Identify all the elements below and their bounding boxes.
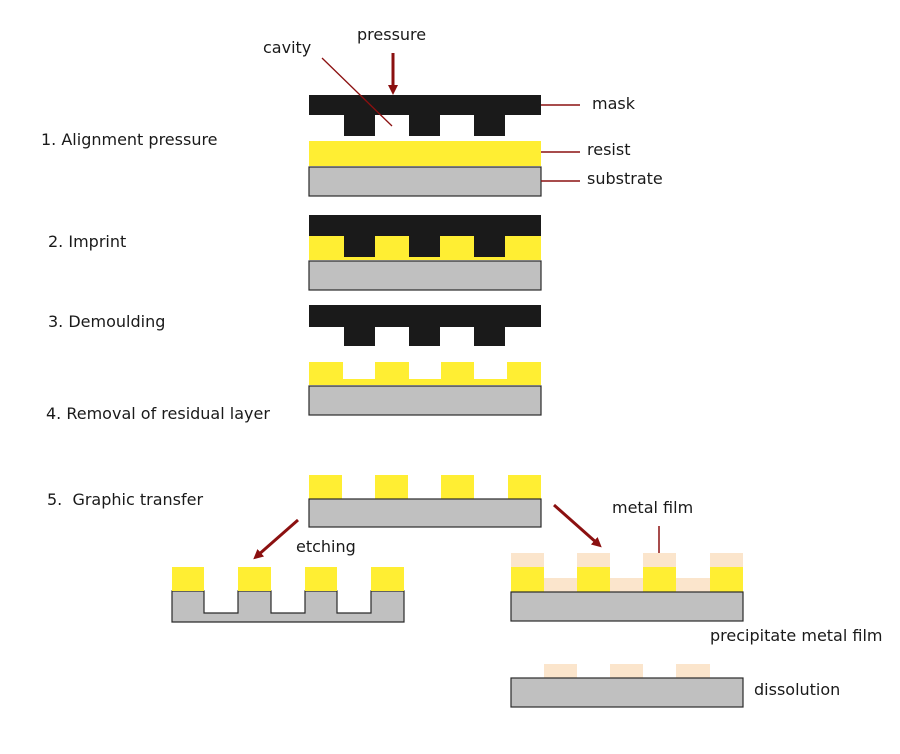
metal-film-on-resist <box>577 553 610 567</box>
step-1-label: 1. Alignment pressure <box>41 130 218 149</box>
step5-assembly <box>308 475 542 528</box>
cavity-label: cavity <box>263 38 312 57</box>
etching-resist-block <box>172 567 204 591</box>
step5-resist-block <box>441 475 474 499</box>
metal-film-on-resist <box>710 553 743 567</box>
step5-resist-block <box>508 475 541 499</box>
remaining-metal-pattern <box>610 664 643 678</box>
metal-film-arrow <box>553 503 602 548</box>
metal-substrate <box>510 591 744 622</box>
etching-resist-block <box>305 567 337 591</box>
step2-substrate <box>308 260 542 291</box>
metal-resist-block <box>710 567 743 592</box>
step1-substrate <box>308 166 542 197</box>
metal-film-result <box>510 553 744 622</box>
metal-film-in-gap <box>676 578 710 592</box>
step3-assembly <box>308 305 542 416</box>
dissolution-label: dissolution <box>754 680 841 699</box>
substrate-label: substrate <box>587 169 663 188</box>
etching-resist-block <box>371 567 404 591</box>
metal-resist-block <box>577 567 610 592</box>
metal-film-in-gap <box>610 578 643 592</box>
metal-resist-block <box>511 567 544 592</box>
step1-resist-layer <box>309 141 541 166</box>
pressure-label: pressure <box>357 25 427 44</box>
metal-film-in-gap <box>544 578 577 592</box>
metal-film-on-resist <box>511 553 544 567</box>
step2-mask <box>309 215 541 257</box>
step3-substrate <box>308 385 542 416</box>
dissolution-result <box>510 664 744 708</box>
metal-resist-block <box>643 567 676 592</box>
step1-assembly <box>308 95 542 197</box>
step-3-label: 3. Demoulding <box>48 312 166 331</box>
remaining-metal-pattern <box>676 664 710 678</box>
step5-resist-block <box>375 475 408 499</box>
step3-imprinted-resist <box>309 362 541 385</box>
step5-resist-block <box>309 475 342 499</box>
resist-label: resist <box>587 140 631 159</box>
etching-result <box>171 567 405 623</box>
step5-substrate <box>308 498 542 528</box>
cavity-leader-line <box>321 57 393 127</box>
metal-film-on-resist <box>643 553 676 567</box>
step1-mask <box>309 95 541 136</box>
step-2-label: 2. Imprint <box>48 232 127 251</box>
remaining-metal-pattern <box>544 664 577 678</box>
step2-assembly <box>308 215 542 291</box>
etched-substrate <box>171 590 405 623</box>
etching-resist-block <box>238 567 271 591</box>
etching-label: etching <box>296 537 356 556</box>
precipitate-metal-film-label: precipitate metal film <box>710 626 883 645</box>
mask-label: mask <box>592 94 635 113</box>
dissolution-substrate <box>510 677 744 708</box>
step3-mask <box>309 305 541 346</box>
step-5-label: 5. Graphic transfer <box>47 490 204 509</box>
metal-film-label: metal film <box>612 498 694 517</box>
step-4-label: 4. Removal of residual layer <box>46 404 270 423</box>
etching-arrow <box>253 518 299 560</box>
